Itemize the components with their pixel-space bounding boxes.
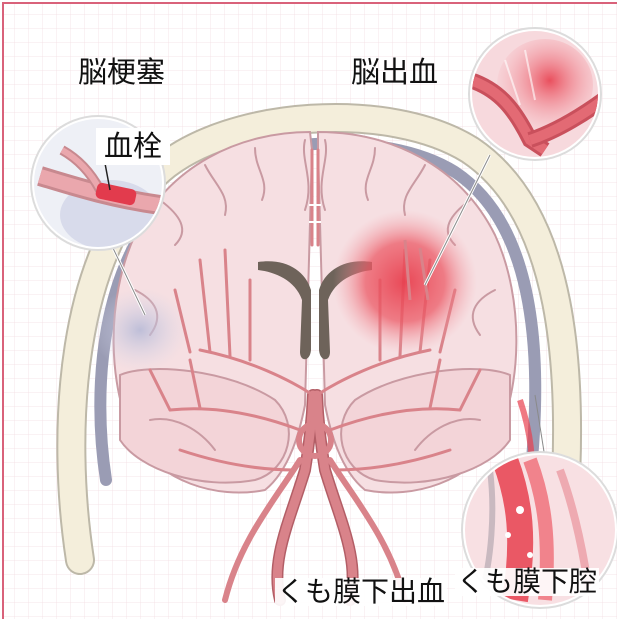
label-hemorrhage: 脳出血 [351,58,438,87]
label-infarction: 脳梗塞 [78,58,165,87]
label-embolus: 血栓 [96,128,170,165]
hemorrhage-region [333,210,477,354]
label-subarachnoid-space: くも膜下腔 [455,568,599,596]
label-subarachnoid-hemorrhage: くも膜下出血 [275,578,447,606]
infarct-region [92,288,188,372]
